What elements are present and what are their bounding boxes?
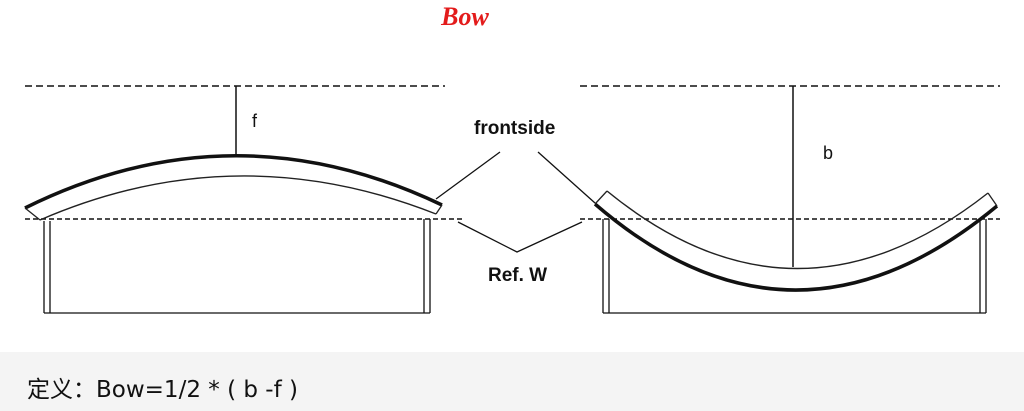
bow-definition-formula: 定义：Bow=1/2 * ( b -f ): [27, 377, 298, 403]
frontside-pointer-left: [435, 151, 501, 200]
b-label: b: [823, 143, 833, 163]
bow-illustration: f b frontside R: [24, 85, 1000, 314]
concave-wafer-backside: [606, 190, 989, 270]
ref-w-pointer: [457, 221, 583, 253]
f-label: f: [252, 111, 258, 131]
convex-wafer-group: f: [24, 85, 462, 314]
ref-w-label: Ref. W: [488, 265, 547, 286]
frontside-pointer-right: [537, 151, 596, 204]
convex-wafer-frontside: [24, 154, 443, 210]
concave-wafer-left-edge: [594, 190, 608, 205]
convex-wafer-right-edge: [435, 204, 443, 215]
convex-wafer-backside: [39, 175, 437, 221]
definition-bar: 定义：Bow=1/2 * ( b -f ): [0, 352, 1024, 411]
diagram-title: Bow: [441, 2, 489, 31]
concave-wafer-frontside: [593, 202, 999, 292]
center-callouts: frontside Ref. W: [435, 118, 596, 286]
frontside-label: frontside: [474, 118, 555, 139]
concave-wafer-right-edge: [987, 192, 998, 207]
left-support-pins: [43, 219, 431, 313]
right-support-pins: [602, 219, 987, 313]
convex-wafer-left-edge: [24, 207, 41, 221]
concave-wafer-group: b: [580, 85, 1000, 314]
